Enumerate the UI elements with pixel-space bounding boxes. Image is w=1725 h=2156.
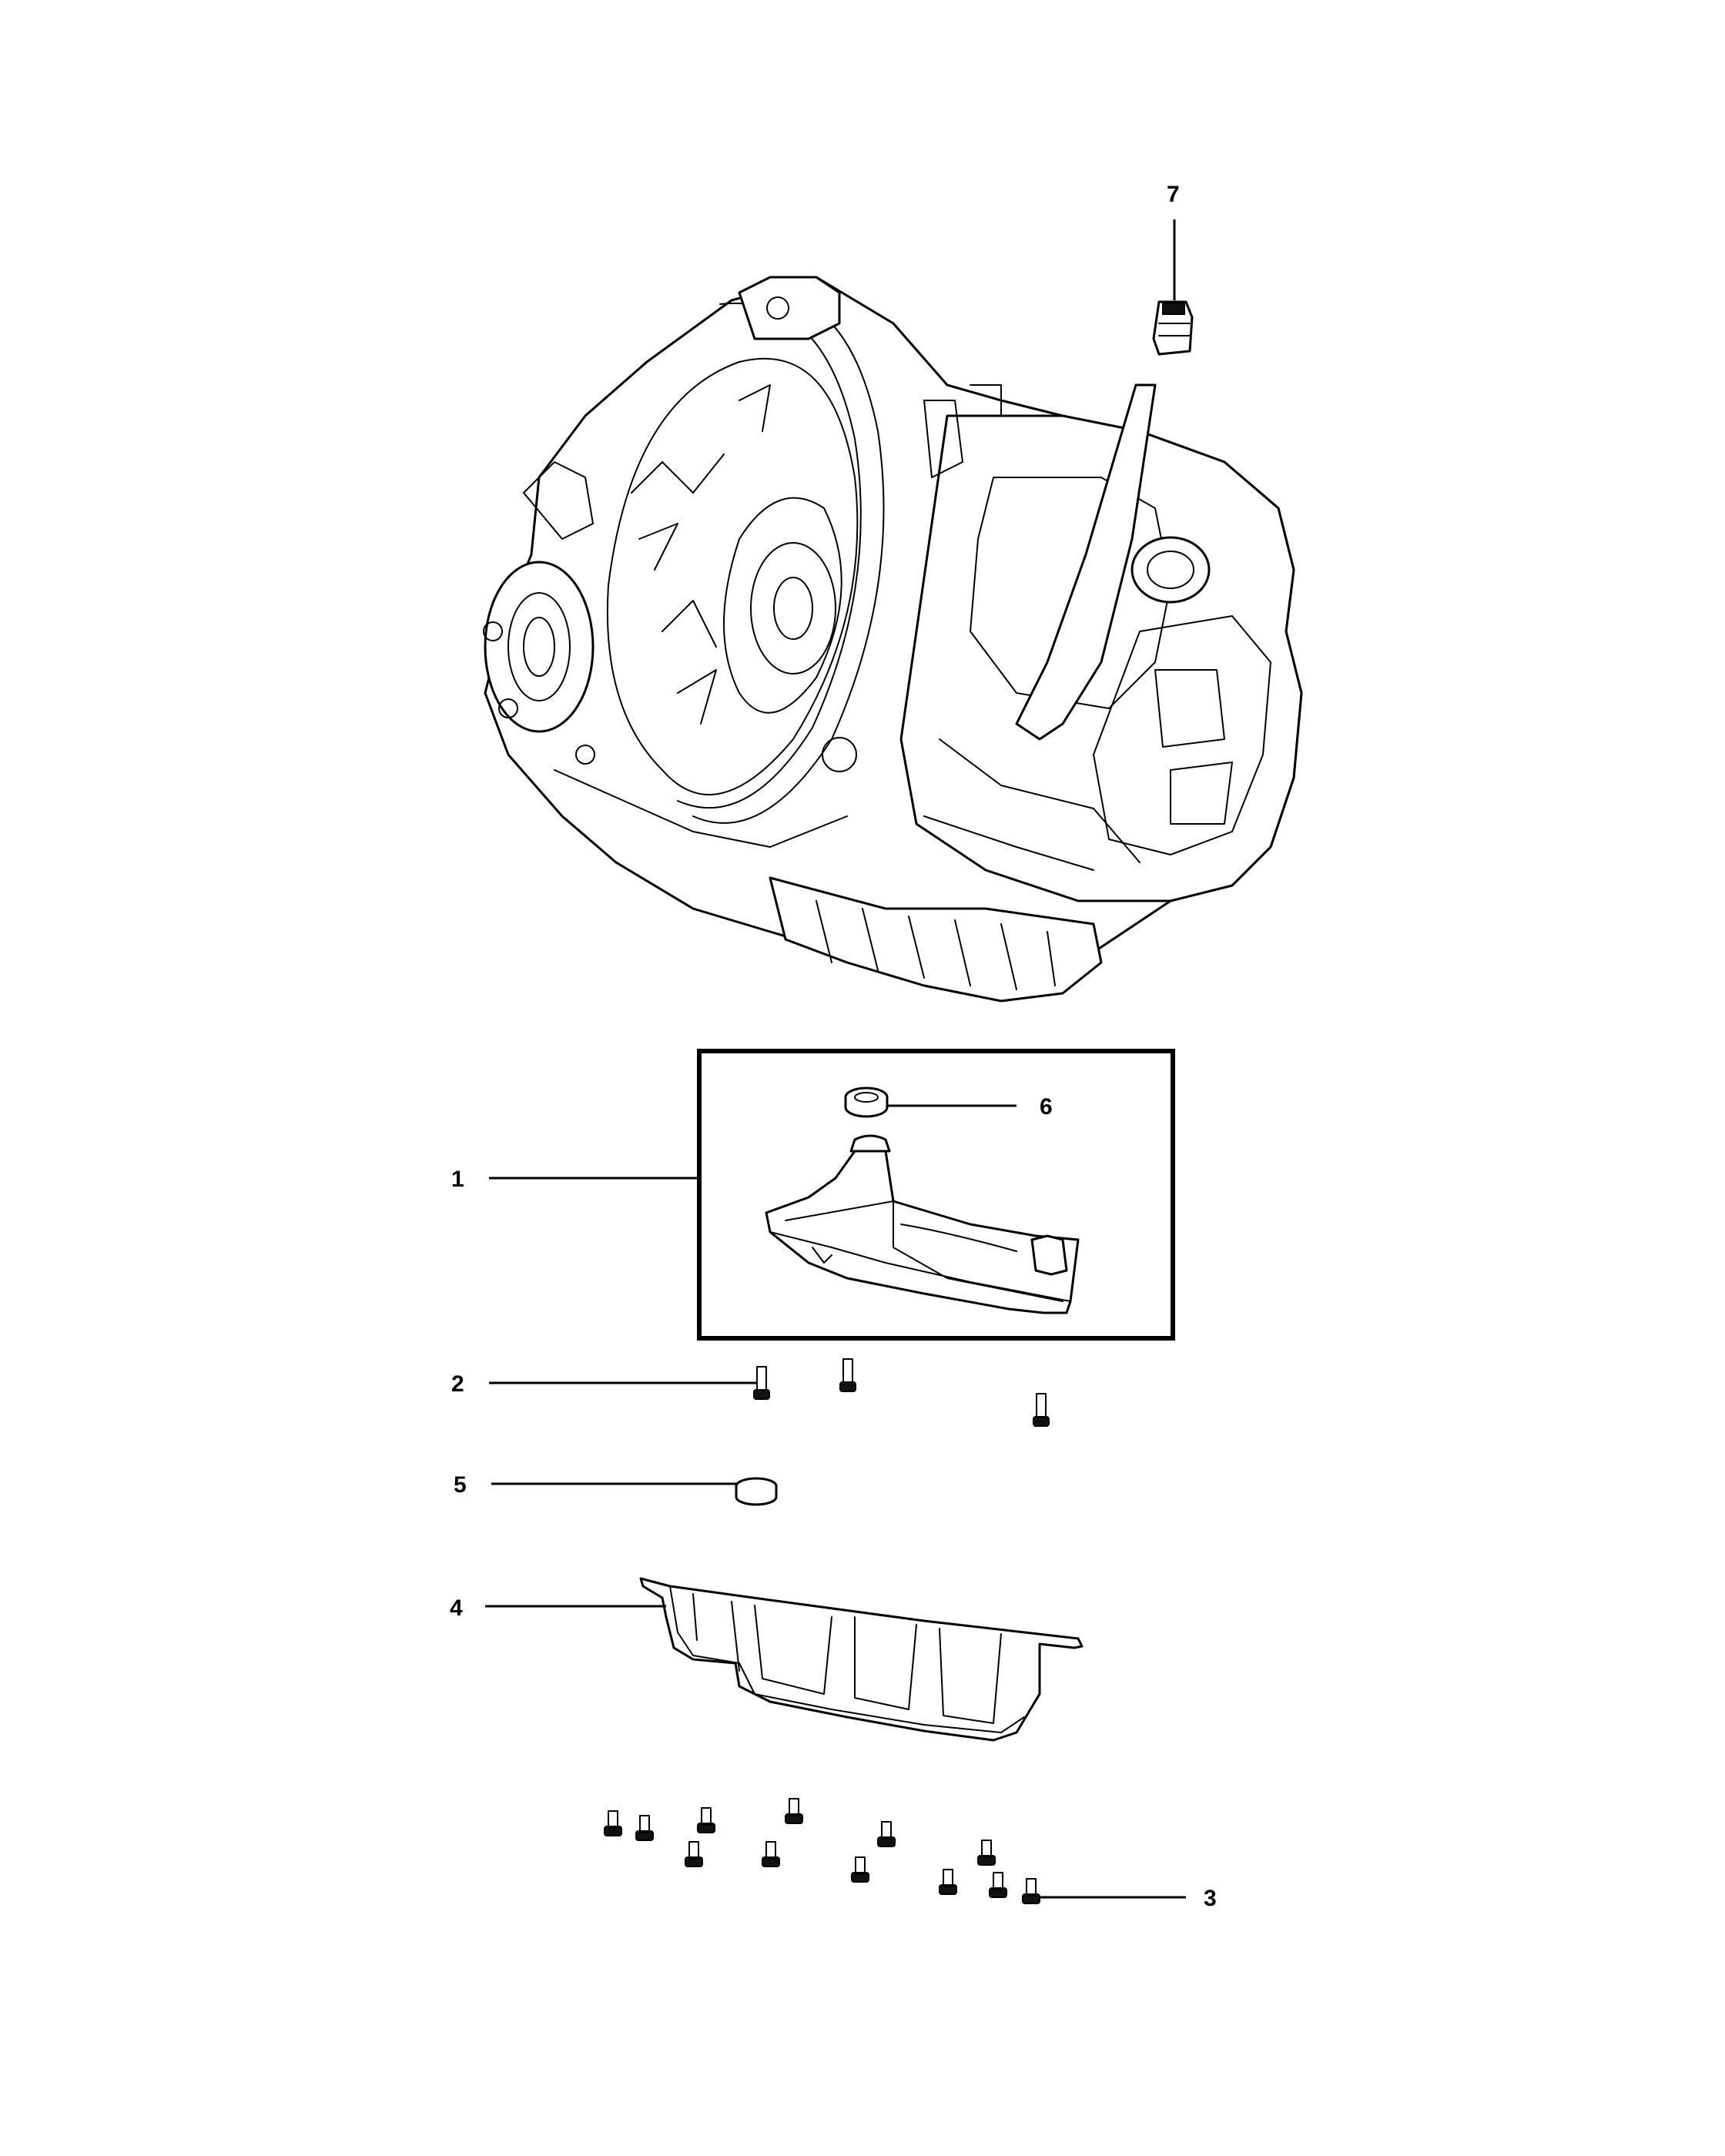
- transmission-assembly-icon: [483, 276, 1303, 1003]
- callout-3: 3: [1204, 1886, 1217, 1911]
- callout-2: 2: [451, 1371, 464, 1397]
- magnet-icon: [735, 1477, 778, 1506]
- callout-6: 6: [1040, 1094, 1053, 1120]
- filter-kit-box: [697, 1049, 1175, 1341]
- callout-5: 5: [454, 1472, 467, 1498]
- callout-4: 4: [450, 1595, 463, 1621]
- callout-7: 7: [1167, 182, 1180, 207]
- bolt-icon: [753, 1358, 1050, 1427]
- callout-1: 1: [451, 1167, 464, 1192]
- oil-filter-icon: [765, 1134, 1080, 1314]
- pan-bolts-icon: [604, 1798, 1040, 1904]
- dipstick-cap-icon: [1152, 300, 1194, 356]
- oil-pan-icon: [639, 1577, 1084, 1742]
- seal-icon: [844, 1086, 889, 1118]
